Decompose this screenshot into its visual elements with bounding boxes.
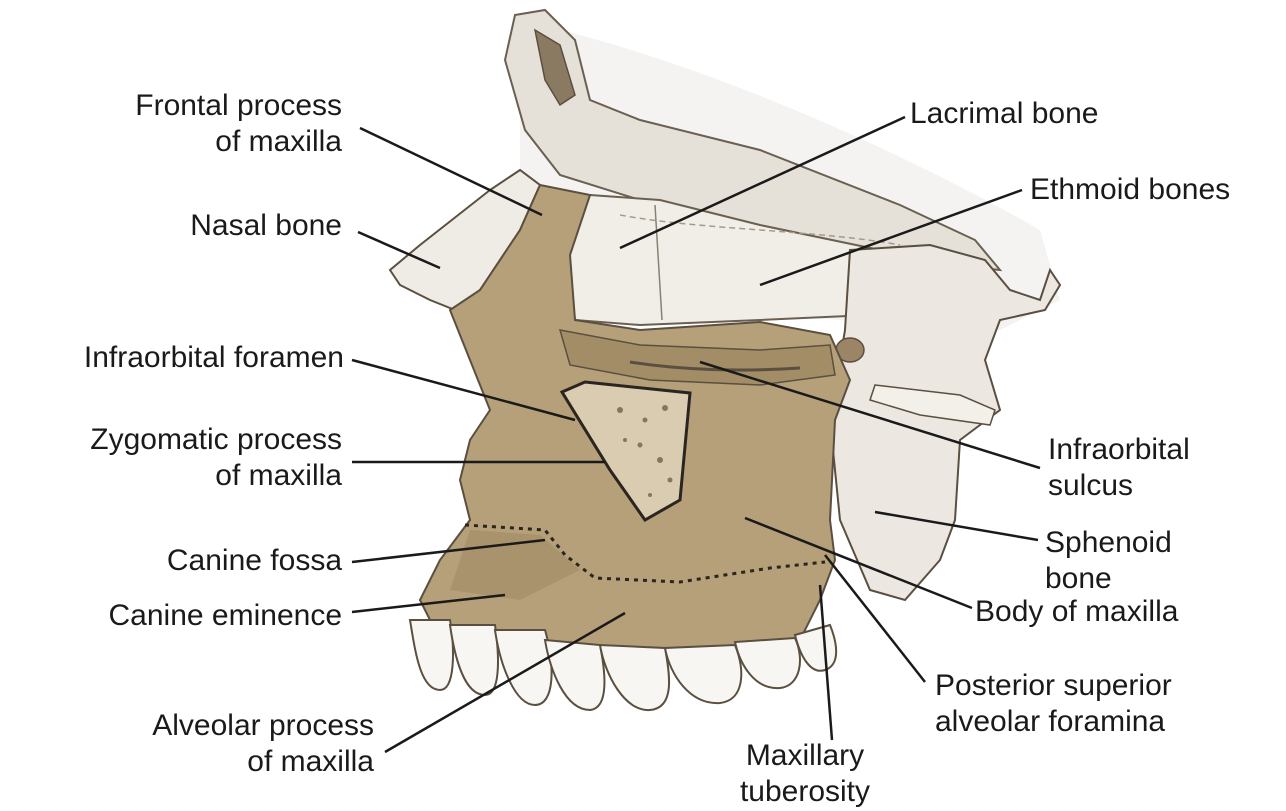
label-frontal-process-of-maxilla: Frontal process of maxilla: [40, 88, 342, 160]
tooth-2: [450, 625, 498, 695]
label-infraorbital-sulcus-line2: sulcus: [1048, 468, 1268, 504]
label-frontal-process-line2: of maxilla: [40, 124, 342, 160]
tooth-1: [410, 620, 453, 690]
label-maxillary-tuberosity-line1: Maxillary: [700, 738, 910, 774]
sphenoid-bone-shape: [830, 245, 1060, 600]
label-sphenoid-bone-line2: bone: [1045, 561, 1265, 597]
label-lacrimal-bone: Lacrimal bone: [910, 96, 1210, 132]
label-zygomatic-process-line1: Zygomatic process: [0, 422, 342, 458]
label-zygomatic-process-line2: of maxilla: [0, 458, 342, 494]
tooth-6: [665, 645, 741, 703]
label-infraorbital-sulcus: Infraorbital sulcus: [1048, 432, 1268, 504]
label-sphenoid-bone-line1: Sphenoid: [1045, 525, 1265, 561]
tooth-5: [600, 645, 669, 710]
label-ethmoid-bones: Ethmoid bones: [1030, 172, 1286, 208]
leader-frontal-process: [360, 128, 542, 215]
label-infraorbital-sulcus-line1: Infraorbital: [1048, 432, 1268, 468]
label-canine-fossa: Canine fossa: [40, 543, 342, 579]
label-alveolar-process-of-maxilla: Alveolar process of maxilla: [40, 708, 374, 780]
label-alveolar-process-line1: Alveolar process: [40, 708, 374, 744]
label-alveolar-process-line2: of maxilla: [40, 744, 374, 780]
label-frontal-process-line1: Frontal process: [40, 88, 342, 124]
tooth-3: [495, 630, 552, 705]
label-maxillary-tuberosity: Maxillary tuberosity: [700, 738, 910, 810]
tooth-4: [545, 640, 604, 710]
label-posterior-superior-alveolar-foramina: Posterior superior alveolar foramina: [935, 668, 1265, 740]
label-body-of-maxilla: Body of maxilla: [975, 594, 1275, 630]
label-infraorbital-foramen: Infraorbital foramen: [0, 340, 344, 376]
label-canine-eminence: Canine eminence: [10, 598, 342, 634]
label-zygomatic-process-of-maxilla: Zygomatic process of maxilla: [0, 422, 342, 494]
label-posterior-superior-line2: alveolar foramina: [935, 704, 1265, 740]
label-nasal-bone: Nasal bone: [40, 208, 342, 244]
label-sphenoid-bone: Sphenoid bone: [1045, 525, 1265, 597]
tooth-7: [735, 638, 800, 688]
label-maxillary-tuberosity-line2: tuberosity: [700, 774, 910, 810]
label-posterior-superior-line1: Posterior superior: [935, 668, 1265, 704]
